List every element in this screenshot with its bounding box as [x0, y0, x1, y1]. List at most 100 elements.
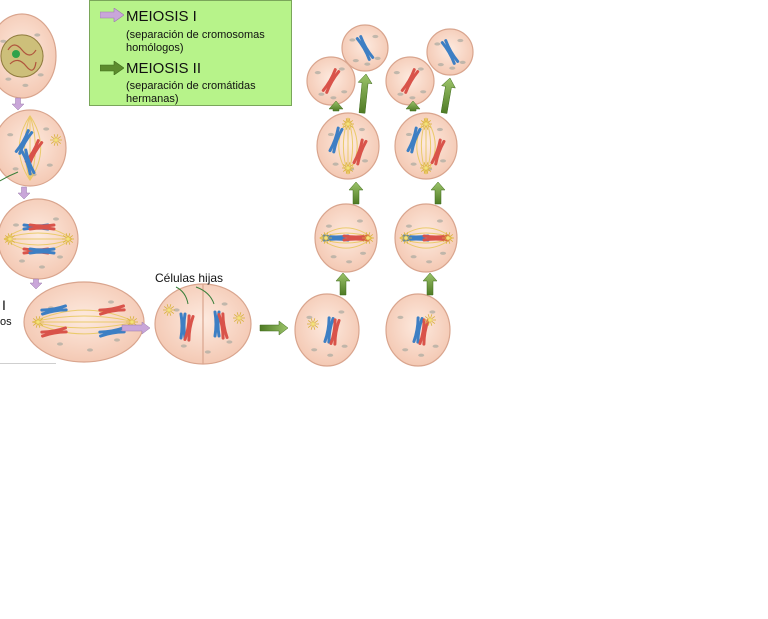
centrosome-aster [32, 316, 44, 328]
centrosome-aster [420, 118, 432, 130]
centrosome-aster [424, 314, 436, 326]
chromosome [20, 148, 36, 176]
centrosome-aster [342, 162, 354, 174]
left-pointer [0, 171, 19, 182]
meiosis2-desc-line1: (separación de cromátidas [126, 80, 256, 92]
cell-metaphase-2-a [314, 203, 378, 273]
chromosome [400, 68, 420, 94]
centrosome-aster [342, 118, 354, 130]
chromosome [440, 39, 460, 65]
chromosome [183, 314, 195, 342]
vesicles [7, 127, 53, 177]
meiosis2-arrow [348, 181, 364, 205]
legend-box: MEIOSIS I (separación de cromosomas homó… [89, 0, 292, 106]
daughter-cells-pointer [175, 286, 215, 305]
vesicles [393, 67, 427, 100]
centrosome-aster [233, 312, 245, 324]
meiosis1-arrow [17, 186, 31, 200]
vesicles [327, 127, 369, 171]
vesicles [434, 38, 466, 70]
chromosome [418, 318, 430, 346]
meiosis1-desc-line2: homólogos) [126, 42, 184, 54]
cell-anaphase-2-b [394, 112, 458, 180]
cell-anaphase-1 [23, 281, 145, 363]
chromosome [98, 304, 126, 316]
divider-line [0, 363, 56, 364]
vesicles [0, 33, 44, 87]
vesicles [397, 310, 439, 357]
meiosis2-arrow [328, 100, 344, 112]
cell-gamete-1 [306, 56, 356, 106]
centrosome-aster [307, 318, 319, 330]
chromosome [14, 129, 34, 155]
meiosis1-arrow [11, 97, 25, 111]
cell-prophase-2-b [385, 293, 451, 367]
meiosis2-arrow-icon [100, 61, 124, 75]
meiosis1-title: MEIOSIS I [126, 8, 197, 25]
cell-interphase [0, 13, 57, 99]
meiosis1-desc-line1: (separación de cromosomas [126, 29, 265, 41]
chromosome [28, 223, 56, 231]
cell-anaphase-2-a [316, 112, 380, 180]
cell-prophase-1 [0, 109, 67, 187]
centrosome-aster [320, 232, 332, 244]
cell-prophase-2-a [294, 293, 360, 367]
chromosome [179, 312, 187, 340]
chromosome [40, 326, 68, 338]
centrosome-aster [400, 232, 412, 244]
vesicles [325, 219, 367, 264]
centrosome-aster [420, 162, 432, 174]
chromatin [7, 44, 37, 71]
cell-membrane [0, 109, 67, 187]
chromosome [406, 126, 422, 154]
left-fragment-text-2: os [0, 316, 12, 328]
chromosome [98, 326, 126, 338]
chromosome [323, 316, 335, 344]
centrosome-aster [362, 232, 374, 244]
chromosome [321, 68, 341, 94]
cell-metaphase-2-b [394, 203, 458, 273]
centrosome-aster [442, 232, 454, 244]
cell-gamete-3 [385, 56, 435, 106]
meiosis1-arrow-icon [100, 8, 124, 22]
centrosome-aster [50, 134, 62, 146]
meiosis2-arrow [357, 73, 373, 114]
chromosome [40, 304, 68, 316]
vesicles [349, 34, 381, 66]
cell-daughter-cells [154, 283, 252, 365]
meiosis2-arrow [335, 272, 351, 296]
cell-gamete-4 [426, 28, 474, 76]
meiosis1-arrow [121, 321, 151, 335]
centrosome-aster [62, 233, 74, 245]
vesicles [13, 217, 63, 269]
centrosome-aster [163, 304, 175, 316]
daughter-cells-label: Células hijas [155, 271, 224, 285]
chromosome [329, 318, 341, 346]
chromosome [430, 138, 446, 166]
nucleolus [12, 50, 20, 58]
centrosome-aster [4, 233, 16, 245]
left-fragment-text-1: I [2, 297, 6, 313]
meiosis2-arrow [422, 272, 438, 296]
chromosome [412, 316, 424, 344]
vesicles [405, 127, 447, 171]
meiosis2-desc-line2: hermanas) [126, 93, 179, 105]
chromosome [328, 126, 344, 154]
nucleus [0, 34, 44, 78]
cell-metaphase-1 [0, 198, 79, 280]
vesicles [314, 67, 348, 100]
vesicles [173, 302, 233, 354]
meiosis2-arrow [440, 77, 456, 114]
chromosome [352, 138, 368, 166]
chromosome [355, 35, 375, 61]
vesicles [405, 219, 447, 264]
meiosis2-arrow [259, 320, 289, 336]
chromosome [28, 247, 56, 255]
vesicles [306, 310, 348, 357]
meiosis2-arrow [405, 100, 421, 112]
meiosis1-arrow [29, 278, 43, 290]
meiosis2-arrow [430, 181, 446, 205]
chromosome [217, 312, 229, 340]
